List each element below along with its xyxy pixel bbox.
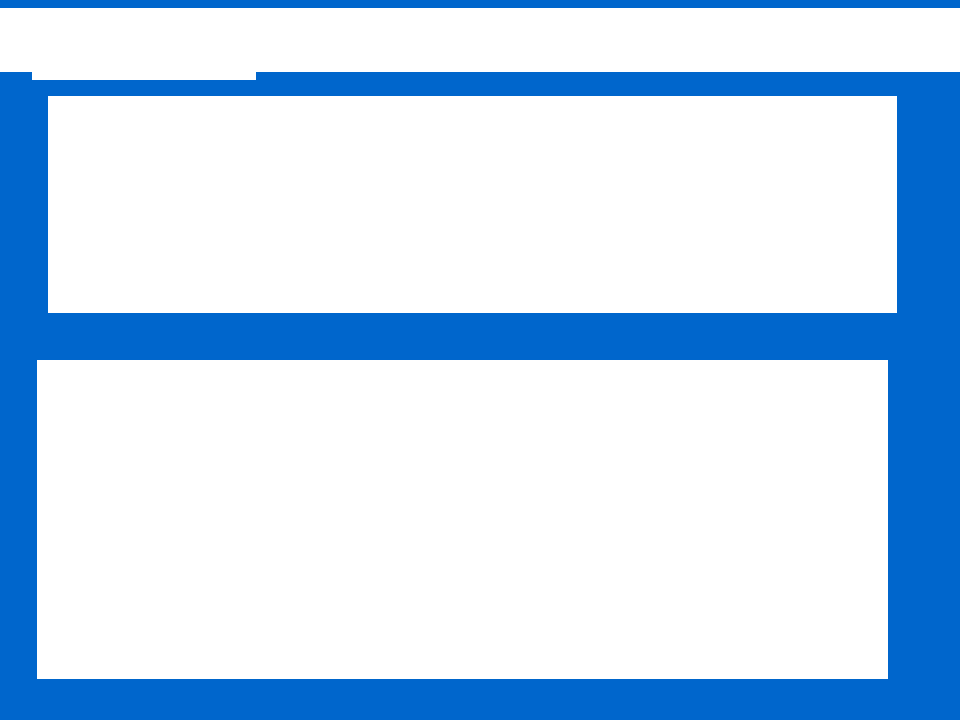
upper-content-panel [48,96,897,313]
lower-content-panel [37,360,888,679]
top-header-bar [0,8,960,72]
header-active-tab-indicator[interactable] [32,72,256,80]
